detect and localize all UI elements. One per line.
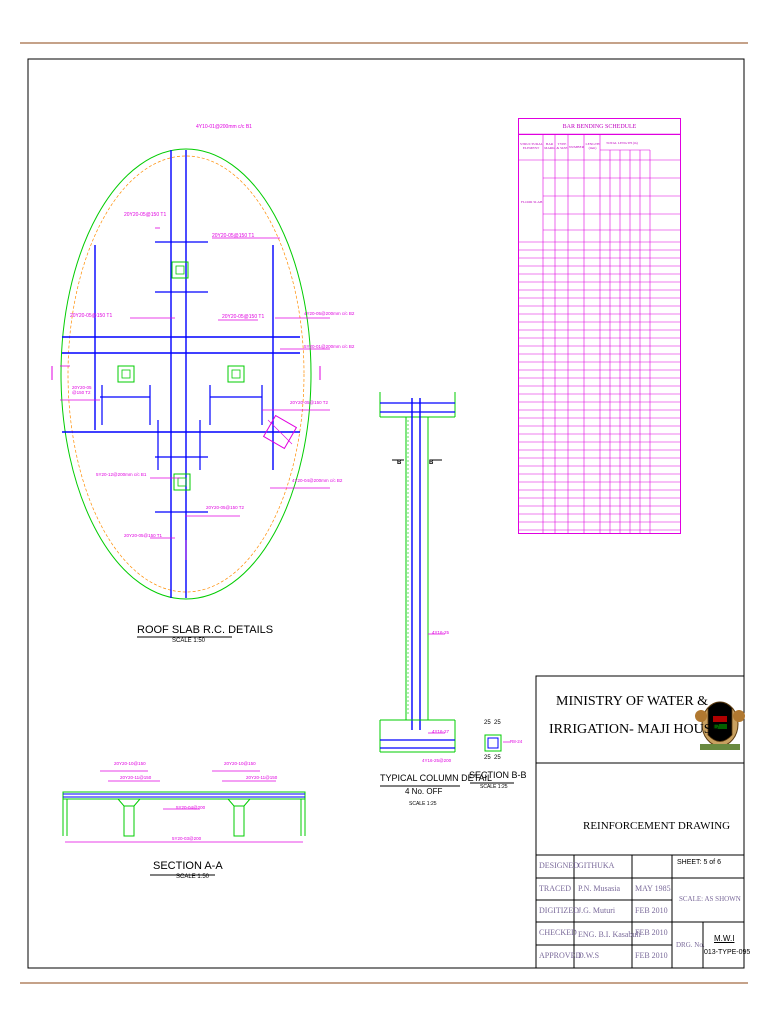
section-bb-drawing <box>470 734 514 784</box>
org-name-line1: MINISTRY OF WATER & <box>556 694 709 709</box>
roof-slab-plan <box>51 148 330 638</box>
role-designed: DESIGNED <box>539 861 579 870</box>
role-checked: CHECKED <box>539 928 577 937</box>
column-scale: SCALE 1:25 <box>409 801 437 807</box>
name-designed: GITHUKA <box>578 861 615 870</box>
plan-label-mid-center: 20Y20-05@150 T1 <box>222 314 265 320</box>
section-bb-label: R8-24 <box>510 739 523 744</box>
drg-no-label: DRG. No. <box>676 941 705 949</box>
column-detail <box>379 392 460 787</box>
schedule-element-name: FLOOR SLAB <box>521 200 543 204</box>
section-bb-scale: SCALE 1:25 <box>480 784 508 790</box>
date-checked: FEB 2010 <box>635 928 668 937</box>
org-name-line2: IRRIGATION- MAJI HOUSE <box>549 722 721 737</box>
plan-label-top-right: 20Y20-05@150 T1 <box>212 233 255 239</box>
plan-label-right-a: 4Y20-05@200mm c/c B2 <box>304 311 355 316</box>
section-aa-scale: SCALE 1:50 <box>176 874 210 880</box>
drawing-title: REINFORCEMENT DRAWING <box>583 820 731 832</box>
section-aa-label-2: 20Y20-11@150 <box>120 775 152 780</box>
plan-label-right-d: 4Y20-04@200mm c/c B2 <box>292 478 343 483</box>
sheet-number: SHEET: 5 of 6 <box>677 859 721 866</box>
date-digitized: FEB 2010 <box>635 906 668 915</box>
date-approved: FEB 2010 <box>635 951 668 960</box>
section-aa-label-5: 5Y20-04@200 <box>176 805 206 810</box>
section-bb-dim-top-b: 25 <box>494 720 501 726</box>
section-bb-dim-top-a: 25 <box>484 720 491 726</box>
bar-bending-schedule: BAR BENDING SCHEDULE <box>518 118 681 534</box>
plan-scale: SCALE 1:50 <box>172 638 206 644</box>
scale-as-shown: SCALE: AS SHOWN <box>679 895 741 903</box>
plan-label-left-mid: 20Y20-05 @150 T2 <box>72 385 92 395</box>
name-traced: P.N. Musasia <box>578 884 621 893</box>
schedule-header-mark: BAR MARK <box>544 142 555 150</box>
date-traced: MAY 1985 <box>635 884 671 893</box>
plan-label-top-bar: 4Y10-01@200mm c/c B1 <box>196 124 252 130</box>
schedule-header-number: NUMBER <box>569 145 584 149</box>
section-bb-dim-bot-b: 25 <box>494 755 501 761</box>
column-left <box>117 365 135 383</box>
section-aa-label-3: 20Y20-10@150 <box>224 761 256 766</box>
column-label-base: 4Y16-25@200 <box>422 758 452 763</box>
slab-inner-dashed <box>67 155 305 593</box>
schedule-header-length: LENGTH (mm) <box>585 142 600 150</box>
role-approved: APPROVED <box>539 951 582 960</box>
section-aa-title: SECTION A-A <box>153 860 223 872</box>
drg-no-line2: 013-TYPE-095 <box>704 949 751 956</box>
plan-title: ROOF SLAB R.C. DETAILS <box>137 624 274 636</box>
role-traced: TRACED <box>539 884 571 893</box>
slab-outline <box>60 148 312 600</box>
schedule-grid <box>518 133 681 534</box>
section-bb-title: SECTION B-B <box>469 770 527 780</box>
drg-no-line1: M.W.I <box>714 934 735 943</box>
column-section-mark-left: B <box>397 460 402 466</box>
column-subtitle: 4 No. OFF <box>405 787 443 796</box>
column-right <box>227 365 245 383</box>
schedule-header-type: TYPE & SIZE <box>556 142 568 150</box>
column-label-mid: 4Y16-25 <box>432 630 450 635</box>
section-aa-drawing <box>62 770 306 876</box>
plan-label-bottom-left: 5Y20-12@200mm c/c B1 <box>96 472 147 477</box>
plan-label-mid-left-top: 20Y20-05@150 T1 <box>70 313 113 319</box>
column-label-low: 4Y16-27 <box>432 729 450 734</box>
name-approved: D.W.S <box>578 951 600 960</box>
name-checked: ENG. B.I. Kasabuli <box>578 930 641 939</box>
plan-label-top-left: 20Y20-05@150 T1 <box>124 212 167 218</box>
plan-label-right-b: 5Y20-01@200mm c/c B2 <box>304 344 355 349</box>
section-bb-dim-bot-a: 25 <box>484 755 491 761</box>
roof-opening <box>262 414 298 450</box>
coat-of-arms-emblem <box>695 701 745 750</box>
column-bottom <box>173 473 191 491</box>
section-aa-label-1: 20Y20-10@150 <box>114 761 146 766</box>
name-digitized: J.G. Muturi <box>578 906 616 915</box>
column-title: TYPICAL COLUMN DETAIL <box>380 773 493 783</box>
plan-label-right-c: 20Y20-05@150 T2 <box>290 400 329 405</box>
column-top <box>171 261 189 279</box>
column-section-mark-right: B <box>429 460 434 466</box>
plan-label-bottom-left2: 20Y20-05@150 T1 <box>124 533 163 538</box>
section-aa-label-6: 5Y20-03@200 <box>172 836 202 841</box>
schedule-title: BAR BENDING SCHEDULE <box>519 119 680 135</box>
role-digitized: DIGITIZED <box>539 906 579 915</box>
section-aa-label-4: 20Y20-11@150 <box>246 775 278 780</box>
schedule-header-total: TOTAL LENGTH (m) <box>606 141 638 145</box>
schedule-header-element: STRUCTURAL ELEMENT <box>520 142 543 150</box>
drawing-border <box>27 58 745 969</box>
plan-label-bottom-right: 20Y20-05@150 T2 <box>206 505 245 510</box>
title-block-grid <box>535 675 745 969</box>
